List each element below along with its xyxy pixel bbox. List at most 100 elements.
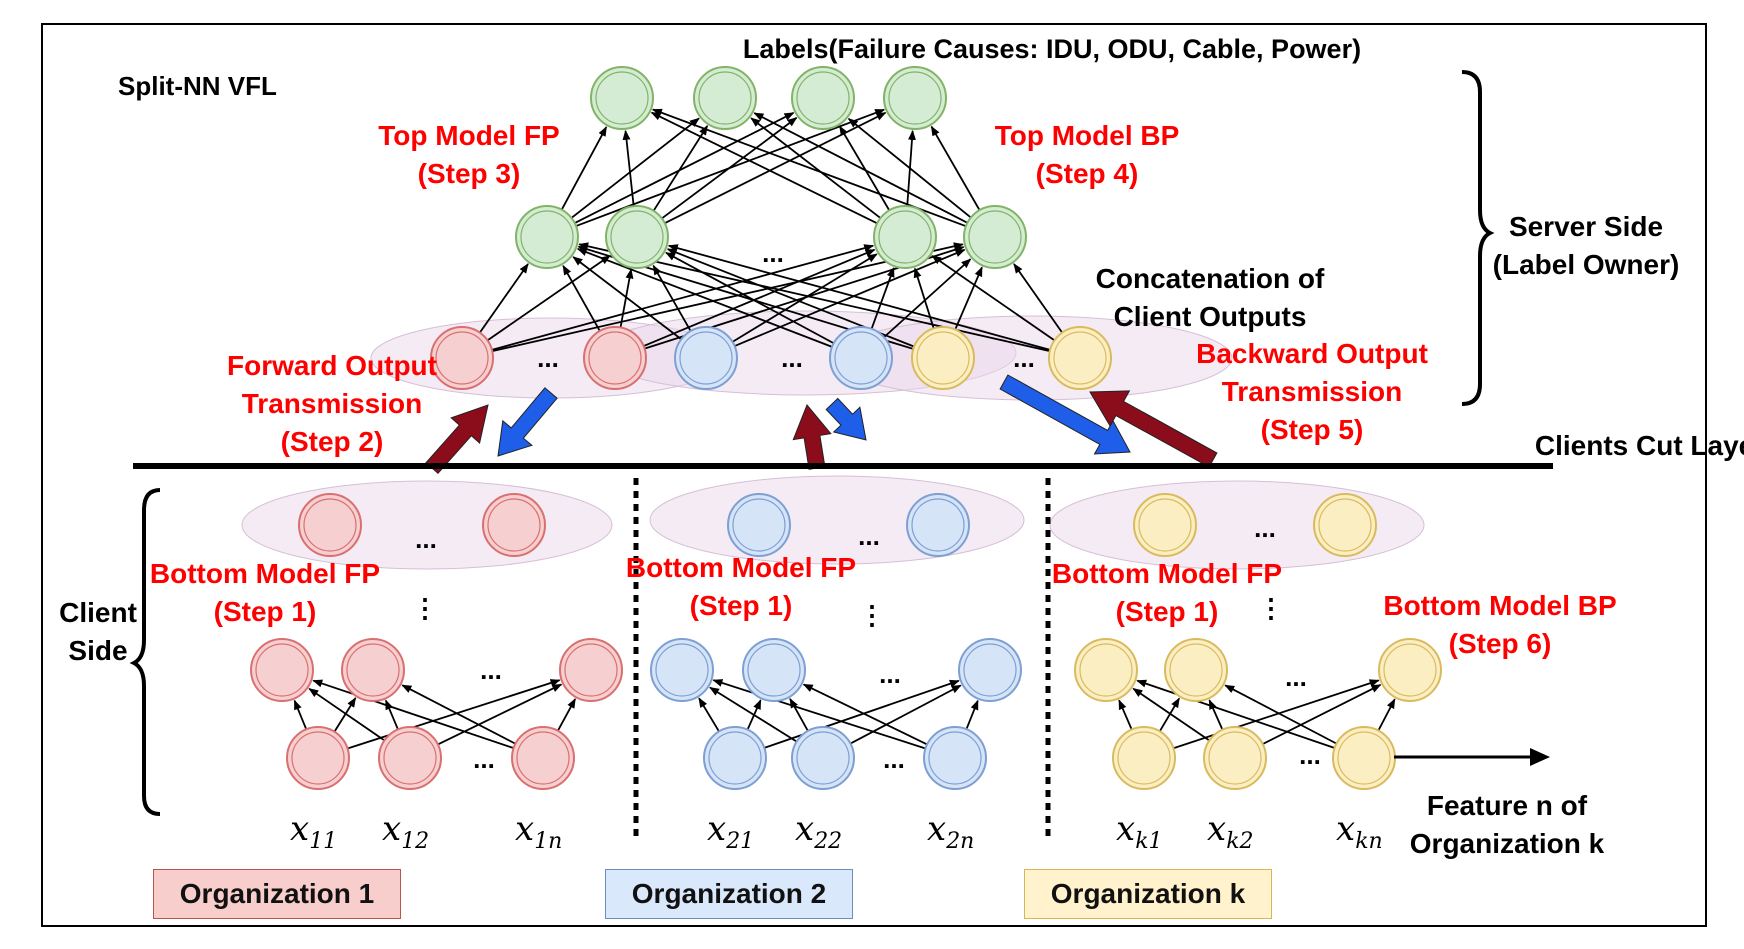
org1-hidden-node-1-inner [255, 643, 309, 697]
edge-org3-x2-h2 [1208, 699, 1224, 731]
connections-layer [293, 108, 1396, 750]
server-cut-node-6-inner [1053, 331, 1107, 385]
edge-org1-x3-h1 [312, 679, 514, 749]
org3-cut-node-2-outer [1313, 493, 1377, 557]
forward-transmission-label-line-2: Transmission [242, 388, 423, 419]
down-arrow-org1 [497, 387, 558, 457]
org1-hidden-node-1 [250, 638, 314, 702]
client-side-label-line-1: Client [59, 597, 137, 628]
org-box-k: Organization k [1024, 869, 1272, 919]
feature-label-org1-2: x12 [382, 809, 429, 854]
edge-org1-x3-h3 [557, 698, 576, 732]
org2-cut-node-1 [727, 493, 791, 557]
edge-cut6-hidden2 [667, 244, 1051, 351]
org2-input-node-3 [923, 726, 987, 790]
feature-note-line-2: Organization k [1410, 828, 1605, 859]
labels-title: Labels(Failure Causes: IDU, ODU, Cable, … [743, 34, 1361, 64]
server-cut-node-1-outer [430, 326, 494, 390]
org1-input-node-2 [378, 726, 442, 790]
edge-hidden2-label1 [622, 129, 635, 207]
edge-org2-x3-h2 [802, 683, 928, 746]
org3-hidden-node-1-outer [1074, 638, 1138, 702]
structure-layer [129, 70, 1553, 836]
org2-cut-node-2-outer [906, 493, 970, 557]
edge-hidden2-label2 [652, 125, 709, 212]
edge-org1-x1-h2 [333, 697, 357, 733]
edge-hidden4-label3 [847, 118, 972, 219]
feature-symbol: x [707, 809, 726, 849]
edge-org3-x1-h1 [1118, 699, 1133, 730]
bottom-fp-label-3-line-2: (Step 1) [1116, 596, 1219, 627]
edge-cut6-hidden1 [578, 242, 1050, 353]
ellipsis-3: ... [781, 343, 803, 373]
edge-hidden3-label3 [838, 125, 891, 211]
org2-input-node-2-inner [796, 731, 850, 785]
server-cut-node-6-outer [1048, 326, 1112, 390]
label-node-3 [791, 66, 855, 130]
org3-hidden-node-3 [1378, 638, 1442, 702]
org3-cut-node-1 [1133, 493, 1197, 557]
label-node-3-inner [796, 71, 850, 125]
bottom-fp-label-1-line-2: (Step 1) [214, 596, 317, 627]
vertical-ellipsis-1: ⋮ [412, 593, 438, 623]
org3-input-node-1-outer [1112, 726, 1176, 790]
edge-org3-x1-h3 [1173, 679, 1380, 750]
bottom-bp-label-line-1: Bottom Model BP [1383, 590, 1616, 621]
edge-cut5-hidden3 [913, 267, 935, 329]
org1-cut-node-1 [298, 493, 362, 557]
bottom-bp-label-line-2: (Step 6) [1449, 628, 1552, 659]
edge-hidden1-label1 [560, 126, 608, 211]
label-node-1 [590, 66, 654, 130]
org1-cut-node-1-outer [298, 493, 362, 557]
ellipsis-8: ... [480, 655, 502, 685]
label-node-4-inner [888, 71, 942, 125]
client-side-brace [129, 488, 161, 816]
edge-cut4-hidden1 [576, 248, 833, 348]
org2-hidden-node-3-inner [963, 643, 1017, 697]
org3-input-node-1-inner [1117, 731, 1171, 785]
top-bp-label-line-1: Top Model BP [995, 120, 1180, 151]
feature-label-org2-3: x2n [927, 809, 974, 854]
org1-input-node-2-outer [378, 726, 442, 790]
org1-cut-node-2 [482, 493, 546, 557]
org2-cut-node-2 [906, 493, 970, 557]
server-cut-node-6 [1048, 326, 1112, 390]
label-node-4-outer [883, 66, 947, 130]
org1-hidden-node-3-inner [564, 643, 618, 697]
org2-hidden-node-3 [958, 638, 1022, 702]
server-cut-node-3 [674, 326, 738, 390]
top-hidden-node-2-outer [605, 205, 669, 269]
server-cut-node-2 [583, 326, 647, 390]
feature-subscript: k1 [1135, 829, 1162, 854]
org2-hidden-node-2 [742, 638, 806, 702]
org1-input-node-3 [511, 726, 575, 790]
feature-label-org1-3: x1n [515, 809, 562, 854]
feature-symbol: x [927, 809, 946, 849]
org3-input-node-3-inner [1337, 731, 1391, 785]
org1-hidden-node-2-outer [341, 638, 405, 702]
server-side-brace [1461, 70, 1495, 406]
server-cut-node-2-inner [588, 331, 642, 385]
org2-hidden-node-3-outer [958, 638, 1022, 702]
feature-label-org3-2: xk2 [1207, 809, 1254, 854]
org3-input-node-2 [1203, 726, 1267, 790]
edge-cut3-hidden1 [572, 256, 682, 340]
feature-symbol: x [290, 809, 309, 849]
org1-hidden-node-2-inner [346, 643, 400, 697]
edge-cut6-hidden3 [931, 255, 1056, 342]
edge-hidden2-label3 [661, 117, 798, 220]
org3-input-node-3-outer [1332, 726, 1396, 790]
vertical-ellipsis-2: ⋮ [859, 600, 885, 630]
server-cut-node-5 [911, 326, 975, 390]
down-arrow-orgk [999, 374, 1131, 455]
feature-subscript: k2 [1226, 829, 1253, 854]
feature-symbol: x [1336, 809, 1355, 849]
cut-layer-label: Clients Cut Layer [1535, 430, 1744, 461]
edge-hidden1-label2 [570, 117, 700, 219]
org2-hidden-node-2-inner [747, 643, 801, 697]
feature-subscript: 1n [534, 829, 562, 854]
feature-symbol: x [382, 809, 401, 849]
org1-cut-node-2-inner [487, 498, 541, 552]
edge-cut2-hidden1 [562, 264, 601, 332]
down-arrow-org2 [825, 397, 867, 441]
